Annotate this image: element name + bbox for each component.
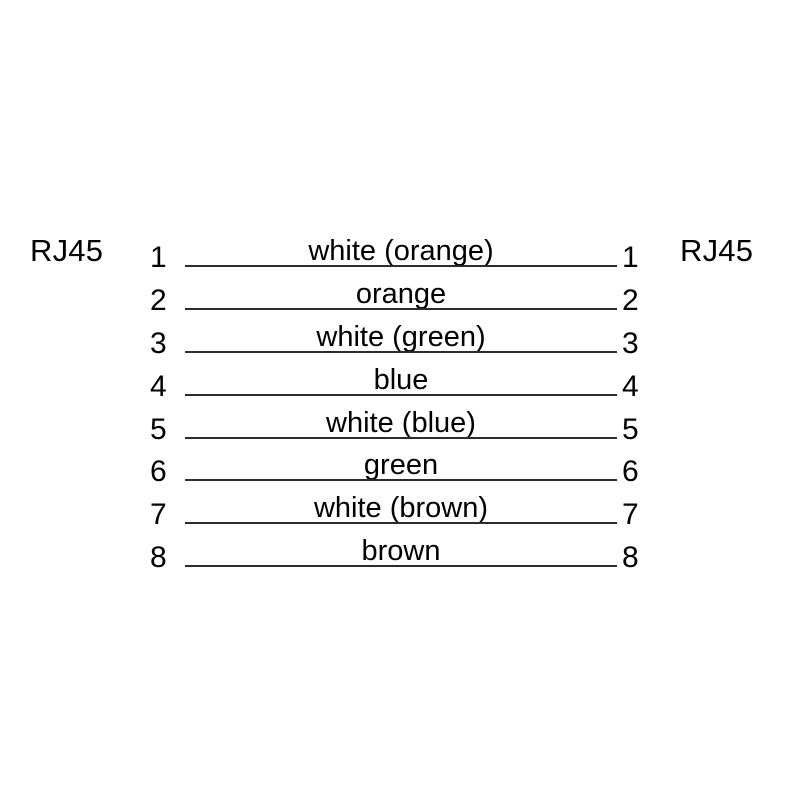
wire-line: [185, 351, 617, 353]
pin-number-right: 7: [622, 498, 639, 531]
pin-number-right: 2: [622, 284, 639, 317]
wire-line: [185, 522, 617, 524]
wire-line: [185, 394, 617, 396]
wire-line: [185, 308, 617, 310]
wire-color-label: white (green): [316, 321, 486, 353]
pin-number-left: 4: [150, 370, 167, 403]
wire-line: [185, 437, 617, 439]
left-connector-label: RJ45: [30, 233, 104, 268]
pin-number-right: 6: [622, 455, 639, 488]
wire-line: [185, 565, 617, 567]
pin-number-right: 5: [622, 413, 639, 446]
pin-number-left: 2: [150, 284, 167, 317]
wire-line: [185, 265, 617, 267]
pin-number-left: 8: [150, 541, 167, 574]
pin-number-left: 7: [150, 498, 167, 531]
wire-color-label: white (orange): [308, 235, 494, 267]
wire-color-label: brown: [361, 535, 441, 567]
pin-number-left: 6: [150, 455, 167, 488]
pin-number-left: 5: [150, 413, 167, 446]
pin-number-right: 1: [622, 241, 639, 274]
wire-line: [185, 479, 617, 481]
wire-color-label: green: [363, 449, 439, 481]
pin-number-right: 3: [622, 327, 639, 360]
wire-color-label: white (blue): [326, 407, 476, 439]
wire-color-label: orange: [355, 278, 447, 310]
right-connector-label: RJ45: [680, 233, 754, 268]
pin-number-left: 1: [150, 241, 167, 274]
pin-number-right: 4: [622, 370, 639, 403]
wire-color-label: white (brown): [313, 492, 489, 524]
pin-number-left: 3: [150, 327, 167, 360]
pin-number-right: 8: [622, 541, 639, 574]
wire-color-label: blue: [373, 364, 429, 396]
